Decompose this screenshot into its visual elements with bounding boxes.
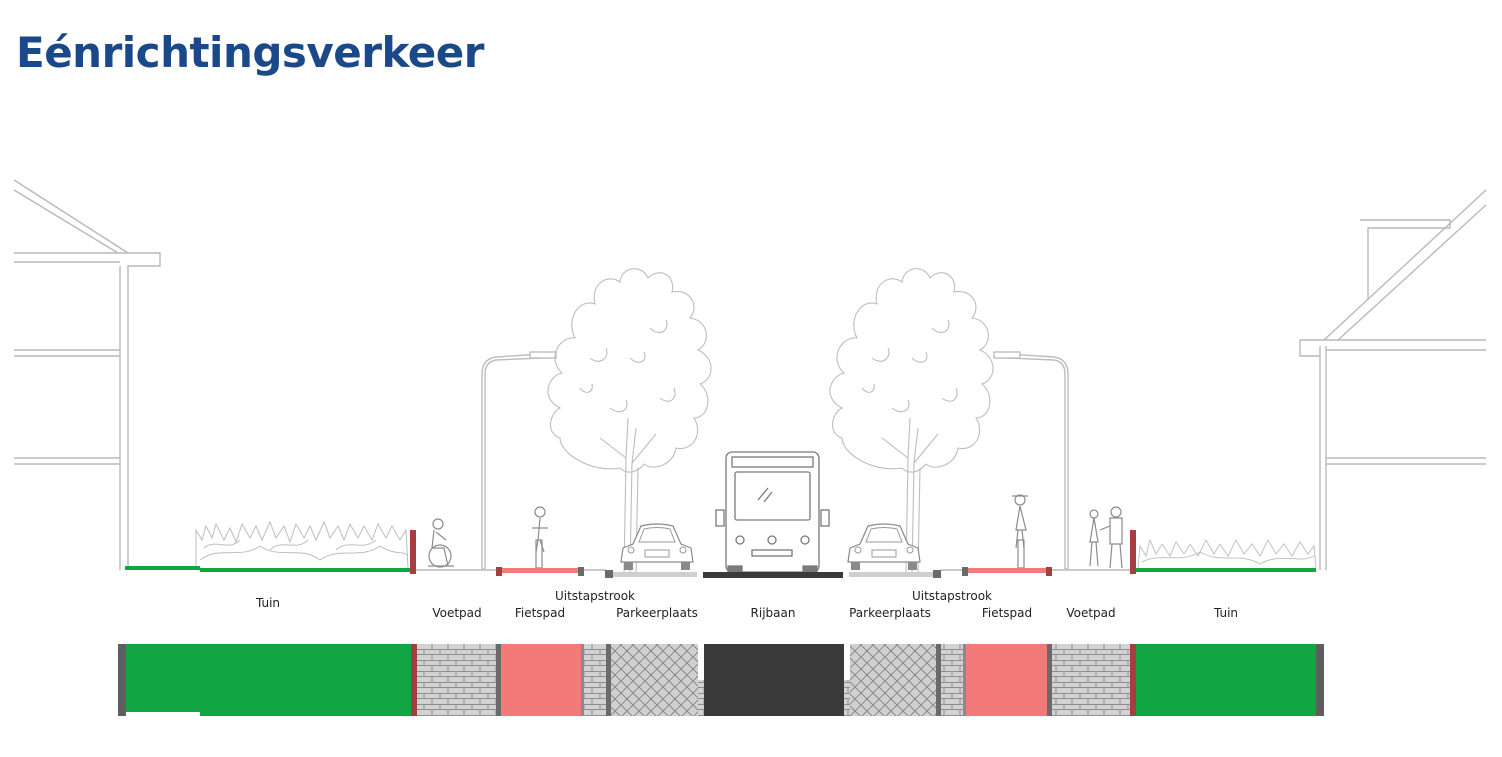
label-voetpad-left: Voetpad xyxy=(432,606,481,620)
plan-parking-left-end xyxy=(698,680,704,716)
cyclist-left-icon xyxy=(532,506,548,569)
label-fietspad-right: Fietspad xyxy=(982,606,1032,620)
tree-left-icon xyxy=(547,268,712,574)
parked-car-right-icon xyxy=(847,523,921,571)
plan-bike-path-left xyxy=(501,644,581,716)
house-right xyxy=(1299,189,1487,570)
label-parkeerplaats-left: Parkeerplaats xyxy=(616,606,698,620)
plan-garden-left-notch xyxy=(126,712,200,716)
tree-right-icon xyxy=(829,268,994,574)
plan-wall-left xyxy=(411,644,417,716)
plan-exit-strip-left xyxy=(584,644,606,716)
section-surface xyxy=(125,566,1316,578)
plan-wall-right xyxy=(1130,644,1136,716)
label-uitstapstrook-right: Uitstapstrook xyxy=(912,589,992,603)
plan-curb-left-3 xyxy=(606,644,611,716)
plan-road xyxy=(704,644,844,716)
page-title: Eénrichtingsverkeer xyxy=(16,28,484,77)
label-tuin-right: Tuin xyxy=(1213,606,1238,620)
label-rijbaan: Rijbaan xyxy=(751,606,796,620)
street-lamp-right-icon xyxy=(993,351,1069,570)
bus-icon xyxy=(715,451,830,575)
hedge-left xyxy=(195,520,409,569)
plan-curb-right-3 xyxy=(936,644,941,716)
plan-edge-left xyxy=(118,644,126,716)
plan-curb-left-1 xyxy=(496,644,501,716)
plan-strip xyxy=(118,644,1324,716)
label-tuin-left: Tuin xyxy=(255,596,280,610)
pedestrians-right-icon xyxy=(1089,506,1123,569)
label-uitstapstrook-left: Uitstapstrook xyxy=(555,589,635,603)
plan-curb-right-2 xyxy=(963,644,966,716)
plan-sidewalk-left xyxy=(417,644,496,716)
plan-bike-path-right xyxy=(966,644,1047,716)
plan-parking-right-end xyxy=(844,680,850,716)
plan-exit-strip-right xyxy=(941,644,963,716)
plan-garden-right xyxy=(1136,644,1316,716)
plan-parking-right xyxy=(850,644,936,716)
plan-garden-left xyxy=(126,644,411,716)
street-lamp-left-icon xyxy=(481,351,557,570)
house-left xyxy=(13,179,161,570)
plan-curb-left-2 xyxy=(581,644,584,716)
parked-car-left-icon xyxy=(620,523,694,571)
plan-edge-right xyxy=(1316,644,1324,716)
wheelchair-user-icon xyxy=(428,518,454,568)
plan-curb-right-1 xyxy=(1047,644,1052,716)
label-parkeerplaats-right: Parkeerplaats xyxy=(849,606,931,620)
label-voetpad-right: Voetpad xyxy=(1066,606,1115,620)
cyclist-right-icon xyxy=(1012,494,1028,569)
garden-wall-right xyxy=(1130,530,1136,574)
label-fietspad-left: Fietspad xyxy=(515,606,565,620)
garden-wall-left xyxy=(410,530,416,574)
hedge-right xyxy=(1137,538,1317,569)
plan-sidewalk-right xyxy=(1052,644,1130,716)
plan-parking-left xyxy=(611,644,698,716)
